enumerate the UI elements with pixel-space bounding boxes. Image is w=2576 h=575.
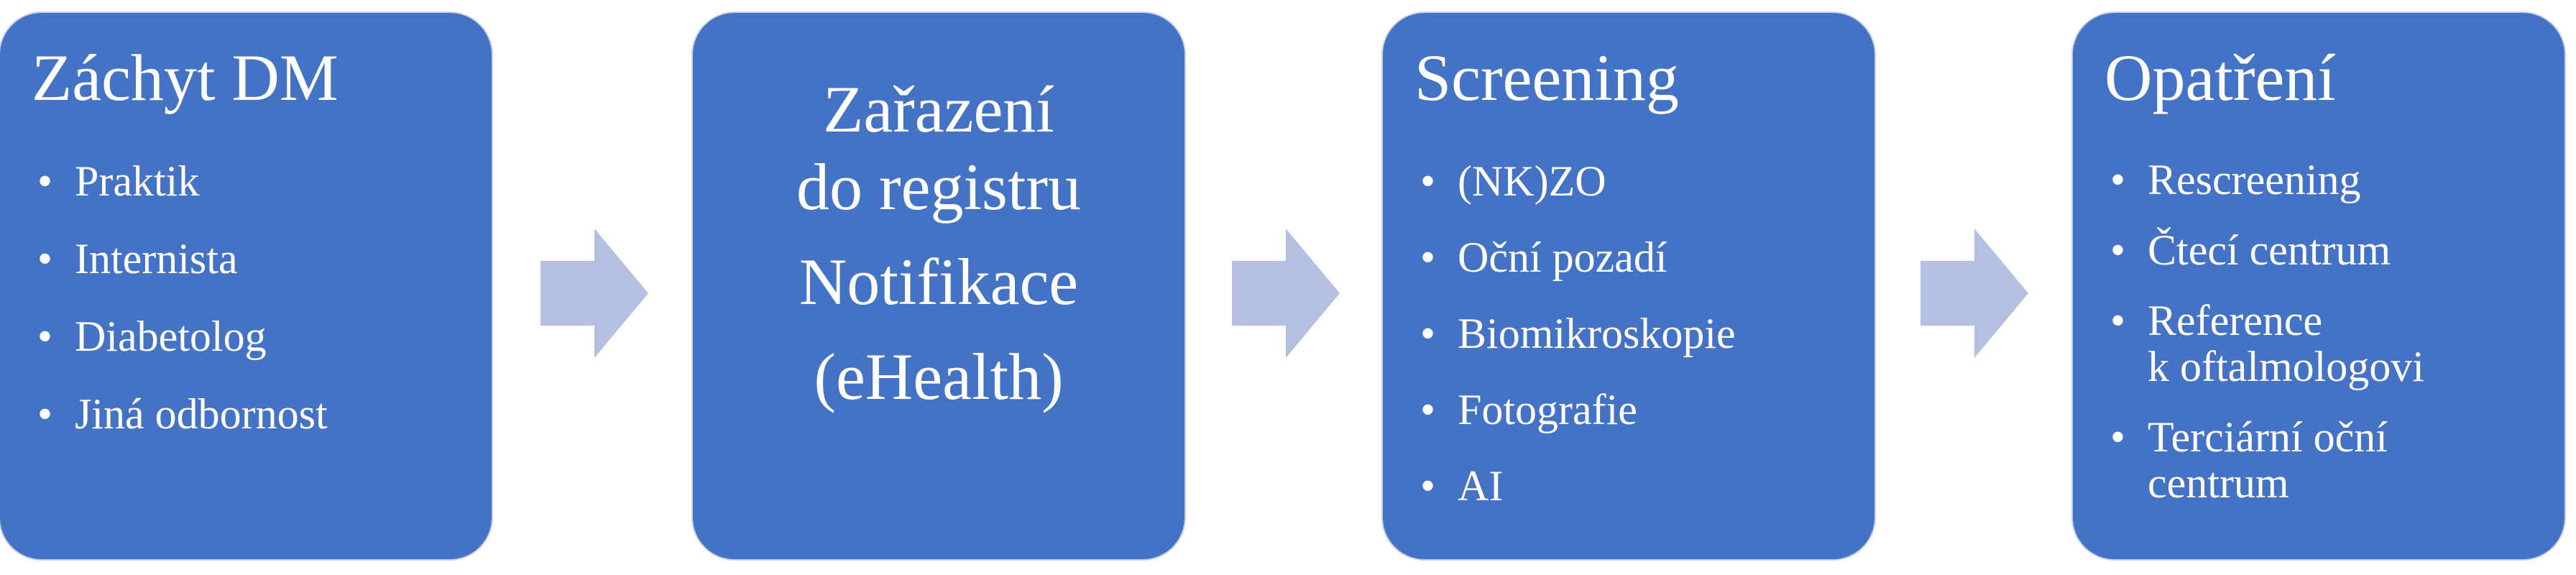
bullet-icon: • [37, 390, 53, 438]
bullet-icon: • [37, 235, 53, 282]
step-title: Záchyt DM [32, 41, 339, 114]
list-item: •Terciární oční centrum [2110, 413, 2388, 507]
list-item: •AI [1420, 462, 1504, 510]
step-box-zarazeni: Zařazení do registru Notifikace (eHealth… [693, 13, 1184, 559]
list-item: •Rescreening [2110, 156, 2361, 203]
bullet-icon: • [1420, 386, 1436, 433]
list-item: •Biomikroskopie [1420, 310, 1736, 357]
bullet-icon: • [37, 157, 53, 205]
list-item: •Oční pozadí [1420, 234, 1668, 281]
step-list: •Praktik •Internista •Diabetolog •Jiná o… [37, 157, 477, 467]
right-arrow-icon [1920, 229, 2028, 358]
bullet-icon: • [2110, 156, 2126, 203]
right-arrow-icon [540, 229, 648, 358]
list-item: •Jiná odbornost [37, 390, 328, 438]
step-line: (eHealth) [814, 340, 1064, 413]
list-item: •Reference k oftalmologovi [2110, 297, 2424, 390]
right-arrow-icon [1232, 229, 1340, 358]
bullet-icon: • [1420, 462, 1436, 510]
step-line: Notifikace [799, 245, 1079, 318]
list-item: •(NK)ZO [1420, 157, 1606, 205]
bullet-icon: • [1420, 234, 1436, 281]
bullet-icon: • [2110, 226, 2126, 274]
step-text: Zařazení do registru Notifikace (eHealth… [693, 70, 1184, 415]
step-box-zachyt-dm: Záchyt DM •Praktik •Internista •Diabetol… [0, 13, 492, 559]
bullet-icon: • [1420, 310, 1436, 357]
bullet-icon: • [2110, 413, 2126, 461]
step-list: •(NK)ZO •Oční pozadí •Biomikroskopie •Fo… [1420, 157, 1860, 538]
bullet-icon: • [37, 313, 53, 360]
step-title: Opatření [2104, 41, 2336, 114]
bullet-icon: • [2110, 297, 2126, 344]
step-box-screening: Screening •(NK)ZO •Oční pozadí •Biomikro… [1383, 13, 1874, 559]
list-item: •Internista [37, 235, 238, 282]
step-title: Screening [1414, 41, 1679, 114]
list-item: •Diabetolog [37, 313, 267, 360]
list-item: •Fotografie [1420, 386, 1637, 433]
list-item: •Praktik [37, 157, 200, 205]
step-line: Zařazení [823, 73, 1054, 146]
list-item: •Čtecí centrum [2110, 226, 2391, 274]
step-line: do registru [796, 150, 1082, 224]
step-box-opatreni: Opatření •Rescreening •Čtecí centrum •Re… [2073, 13, 2564, 559]
step-list: •Rescreening •Čtecí centrum •Reference k… [2110, 157, 2550, 530]
bullet-icon: • [1420, 157, 1436, 205]
